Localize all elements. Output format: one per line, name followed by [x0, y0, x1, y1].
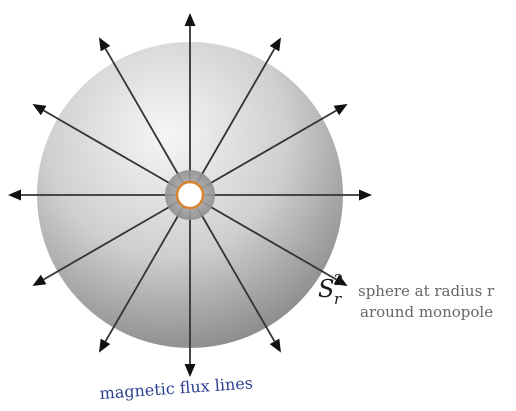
flux-line — [43, 109, 179, 189]
sphere-superscript: 2 — [334, 271, 344, 289]
flux-arrowhead — [359, 189, 372, 201]
sphere-subscript: r — [334, 290, 342, 308]
flux-arrowhead — [184, 13, 196, 26]
flux-line — [104, 48, 184, 184]
flux-arrowhead — [99, 37, 111, 52]
flux-arrowhead — [333, 104, 348, 116]
flux-line — [196, 48, 276, 184]
flux-arrowhead — [32, 274, 47, 286]
monopole-ring — [175, 180, 205, 210]
flux-arrowhead — [269, 338, 281, 353]
sphere-symbol-label: S — [318, 275, 334, 303]
sphere-description-line1: sphere at radius r — [358, 282, 495, 300]
flux-line — [196, 206, 276, 342]
sphere-description-line2: around monopole — [360, 303, 493, 321]
flux-arrowhead — [184, 364, 196, 377]
flux-arrowhead — [32, 104, 47, 116]
flux-arrowhead — [333, 274, 348, 286]
flux-lines-label: magnetic flux lines — [99, 373, 254, 403]
flux-line — [104, 206, 184, 342]
flux-line — [201, 201, 337, 281]
flux-arrowhead — [8, 189, 21, 201]
flux-arrows-group — [8, 13, 372, 377]
flux-arrowhead — [269, 37, 281, 52]
flux-arrowhead — [99, 338, 111, 353]
flux-lines-group — [21, 26, 359, 364]
sphere-symbol: S — [318, 275, 334, 303]
flux-line — [201, 109, 337, 189]
flux-line — [43, 201, 179, 281]
